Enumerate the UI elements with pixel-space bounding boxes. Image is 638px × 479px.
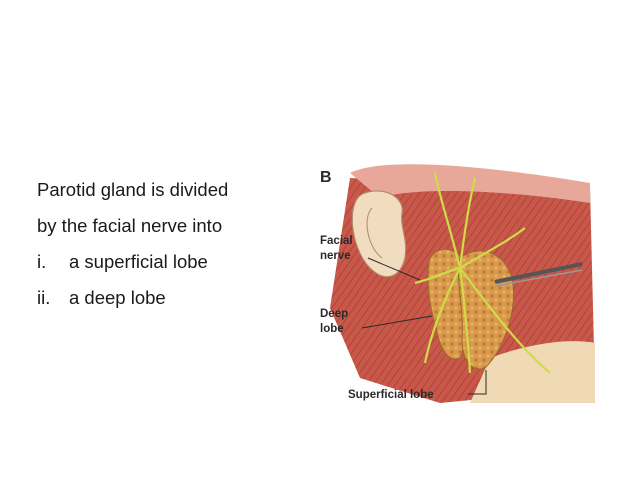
label-deep-lobe-2: lobe <box>320 323 344 335</box>
label-facial-nerve-1: Facial <box>320 235 353 247</box>
facial-nerve-branches <box>414 172 551 374</box>
label-superficial-lobe: Superficial lobe <box>348 389 434 401</box>
list-item-2: ii. a deep lobe <box>37 280 287 316</box>
lower-skin <box>470 341 595 403</box>
label-facial-nerve-2: nerve <box>320 250 351 262</box>
list-item-1-text: a superficial lobe <box>69 251 208 272</box>
ear-inner <box>366 207 383 259</box>
list-item-2-number: ii. <box>37 287 51 308</box>
parotid-illustration: B Facial nerve Deep lobe Superficial lob… <box>290 158 600 408</box>
text-line-1: Parotid gland is divided <box>37 179 229 200</box>
text-line-2: by the facial nerve into <box>37 215 223 236</box>
parotid-anatomy-drawing: B Facial nerve Deep lobe Superficial lob… <box>320 164 595 403</box>
body-text: Parotid gland is divided by the facial n… <box>37 172 287 316</box>
list-item-2-text: a deep lobe <box>69 287 166 308</box>
list-item-1-number: i. <box>37 251 47 272</box>
label-deep-lobe-1: Deep <box>320 308 348 320</box>
ear-shape <box>351 190 407 278</box>
skin-flap <box>350 164 590 203</box>
panel-label: B <box>320 169 332 186</box>
list-item-1: i. a superficial lobe <box>37 244 287 280</box>
retractor-tool <box>494 262 583 284</box>
